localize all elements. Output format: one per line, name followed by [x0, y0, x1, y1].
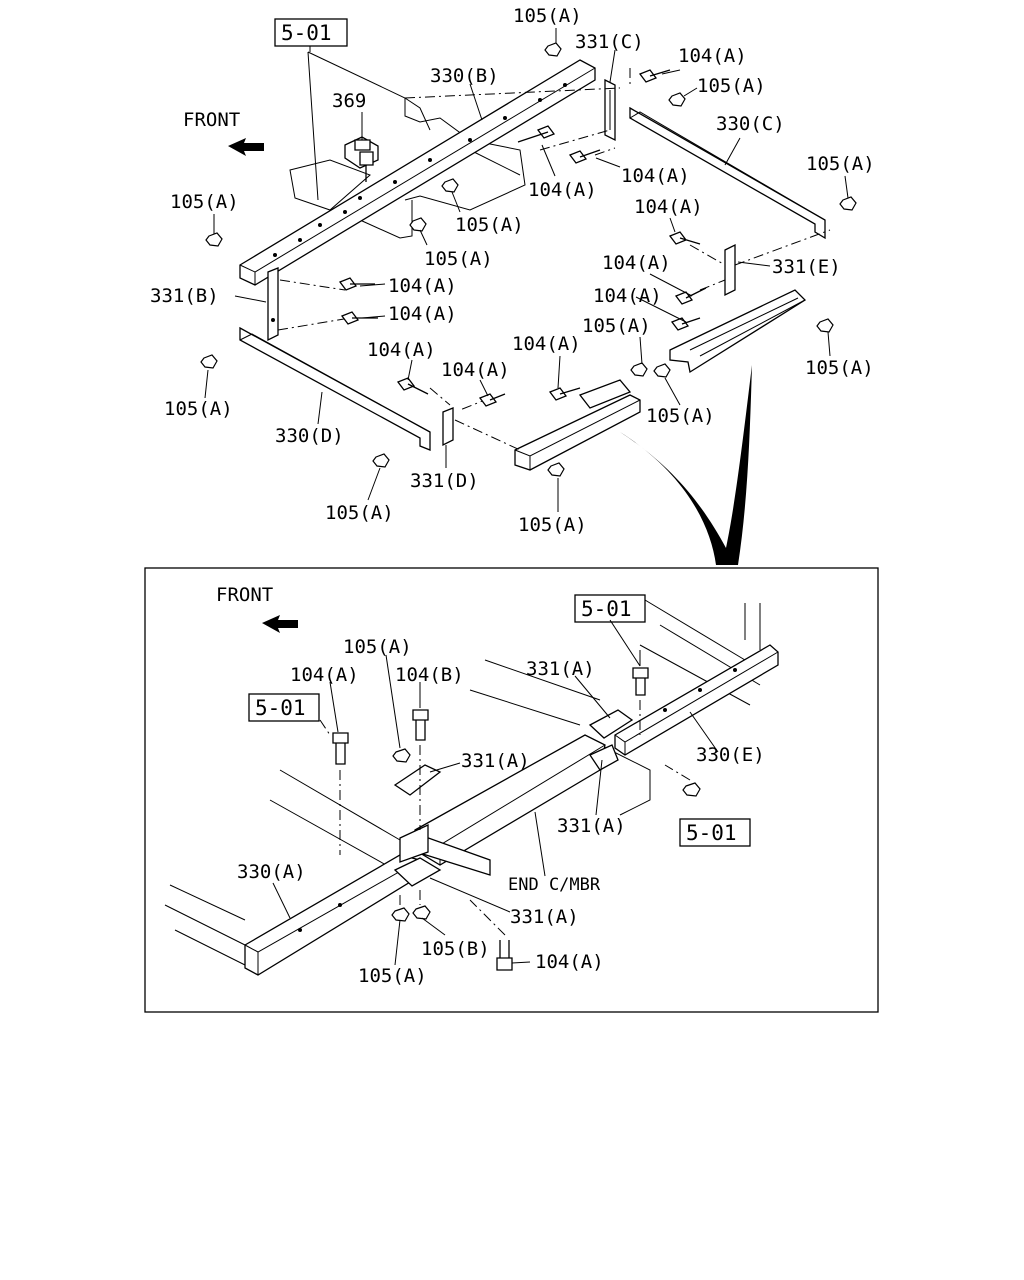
hardware-detail	[332, 667, 701, 971]
label-331e: 331(E)	[772, 256, 841, 278]
hardware-top	[200, 42, 857, 477]
label-104a: 104(A)	[593, 285, 662, 307]
label-104b: 104(B)	[395, 664, 464, 686]
front-label-top: FRONT	[183, 109, 240, 131]
label-105a: 105(A)	[424, 248, 493, 270]
ref-box-top-label: 5-01	[281, 21, 332, 45]
label-331c: 331(C)	[575, 31, 644, 53]
ref-box-top[interactable]	[274, 18, 348, 47]
label-104a: 104(A)	[678, 45, 747, 67]
ref-box-detail-2[interactable]	[248, 693, 320, 722]
label-330d: 330(D)	[275, 425, 344, 447]
label-105a: 105(A)	[170, 191, 239, 213]
label-105a: 105(A)	[646, 405, 715, 427]
detail-frame	[144, 567, 879, 1013]
rail-330b	[239, 59, 596, 286]
label-104a: 104(A)	[388, 275, 457, 297]
label-330e: 330(E)	[696, 744, 765, 766]
label-105a: 105(A)	[358, 965, 427, 987]
label-105a: 105(A)	[513, 5, 582, 27]
front-arrow-top	[228, 138, 264, 156]
label-105a: 105(A)	[325, 502, 394, 524]
bracket-331d	[442, 407, 454, 447]
ref-box-detail-2-label: 5-01	[255, 696, 306, 720]
label-104a: 104(A)	[634, 196, 703, 218]
bracket-331b	[267, 267, 279, 342]
label-end-cmbr: END C/MBR	[508, 875, 601, 895]
rail-right-lower	[669, 289, 807, 374]
label-331a: 331(A)	[557, 815, 626, 837]
label-331a: 331(A)	[461, 750, 530, 772]
label-104a: 104(A)	[441, 359, 510, 381]
label-104a: 104(A)	[512, 333, 581, 355]
ref-box-detail-3[interactable]	[679, 818, 751, 847]
body-panel-outline	[289, 51, 526, 215]
label-104a: 104(A)	[388, 303, 457, 325]
bracket-331a-1	[393, 764, 442, 796]
label-105a: 105(A)	[518, 514, 587, 536]
label-105a: 105(A)	[697, 75, 766, 97]
label-105b: 105(B)	[421, 938, 490, 960]
label-104a: 104(A)	[290, 664, 359, 686]
bracket-331e	[724, 243, 736, 297]
label-331d: 331(D)	[410, 470, 479, 492]
label-330c: 330(C)	[716, 113, 785, 135]
label-330a: 330(A)	[237, 861, 306, 883]
label-104a: 104(A)	[528, 179, 597, 201]
label-105a: 105(A)	[455, 214, 524, 236]
bracket-331a-4	[393, 857, 442, 887]
detail-view: FRONT 5-01 5-01 5-01	[144, 567, 879, 1013]
label-105a: 105(A)	[343, 636, 412, 658]
ref-box-detail-3-label: 5-01	[686, 821, 737, 845]
bracket-331a-3	[589, 744, 619, 771]
label-105a: 105(A)	[164, 398, 233, 420]
label-331b: 331(B)	[150, 285, 219, 307]
label-104a: 104(A)	[602, 252, 671, 274]
detail-callout-arrow	[620, 365, 752, 565]
label-330b: 330(B)	[430, 65, 499, 87]
clamp-369	[344, 136, 379, 182]
label-369: 369	[332, 90, 366, 112]
top-exploded-view: 5-01	[150, 5, 875, 565]
ref-box-detail-1-label: 5-01	[581, 597, 632, 621]
label-331a: 331(A)	[526, 658, 595, 680]
front-arrow-detail	[262, 615, 298, 633]
label-104a: 104(A)	[535, 951, 604, 973]
front-label-detail: FRONT	[216, 584, 273, 606]
label-104a: 104(A)	[367, 339, 436, 361]
label-105a: 105(A)	[806, 153, 875, 175]
ref-box-detail-1[interactable]	[574, 594, 646, 623]
label-105a: 105(A)	[582, 315, 651, 337]
rail-bottom-right	[514, 394, 641, 471]
label-104a: 104(A)	[621, 165, 690, 187]
bracket-331a-2	[588, 709, 634, 739]
label-331a: 331(A)	[510, 906, 579, 928]
label-105a: 105(A)	[805, 357, 874, 379]
